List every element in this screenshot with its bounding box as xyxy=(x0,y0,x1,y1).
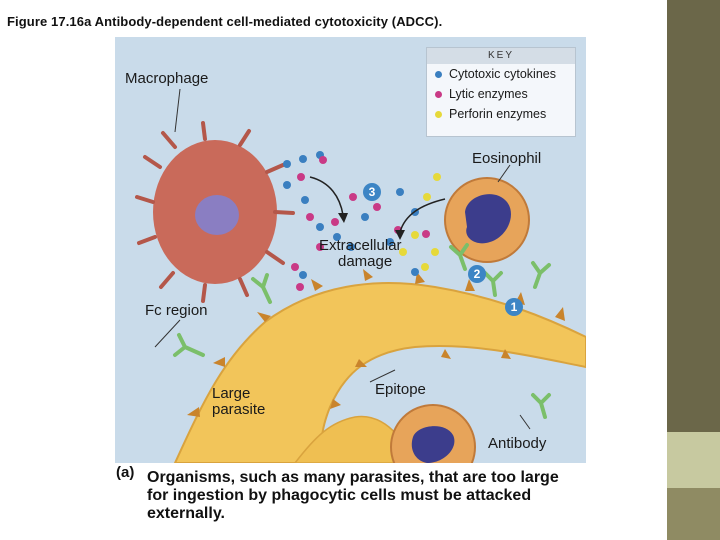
eosinophil-cell-lower xyxy=(390,404,476,463)
diagram-panel: KEY Cytotoxic cytokines Lytic enzymes Pe… xyxy=(115,37,586,463)
key-box: KEY Cytotoxic cytokines Lytic enzymes Pe… xyxy=(426,47,576,137)
caption-letter: (a) xyxy=(116,464,135,481)
key-item-label: Perforin enzymes xyxy=(449,107,547,121)
action-arrows xyxy=(309,176,446,233)
figure-caption: Organisms, such as many parasites, that … xyxy=(147,469,559,522)
perforin-dot-icon xyxy=(435,111,442,118)
lytic-enzymes xyxy=(291,156,430,291)
large-parasite-shape xyxy=(173,282,586,463)
figure-title: Figure 17.16a Antibody-dependent cell-me… xyxy=(7,14,443,29)
lytic-dot-icon xyxy=(435,91,442,98)
cytokine-dot-icon xyxy=(435,71,442,78)
slide-sidebar-accent-lower xyxy=(667,488,720,540)
macrophage-cell xyxy=(135,121,295,303)
label-macrophage: Macrophage xyxy=(125,70,209,87)
key-item-cytokines: Cytotoxic cytokines xyxy=(427,64,575,84)
label-extracellular-2: damage xyxy=(338,253,393,270)
illustration xyxy=(135,88,586,463)
label-antibody: Antibody xyxy=(488,435,547,452)
step-badge-2: 2 xyxy=(468,265,486,283)
label-epitope: Epitope xyxy=(375,381,426,398)
antibodies xyxy=(173,243,551,419)
arrow-heads xyxy=(338,213,405,240)
step-badge-1: 1 xyxy=(505,298,523,316)
leader-lines xyxy=(154,88,531,430)
perforin-enzymes xyxy=(399,173,441,271)
label-large: Large xyxy=(212,385,251,402)
eosinophil-cell xyxy=(444,177,530,263)
key-item-lytic: Lytic enzymes xyxy=(427,84,575,104)
key-item-label: Cytotoxic cytokines xyxy=(449,67,556,81)
label-parasite: parasite xyxy=(212,401,266,418)
label-fc-region: Fc region xyxy=(145,302,208,319)
label-eosinophil: Eosinophil xyxy=(472,150,542,167)
label-extracellular-1: Extracellular xyxy=(319,237,402,254)
key-item-perforin: Perforin enzymes xyxy=(427,104,575,124)
key-heading: KEY xyxy=(427,48,575,64)
slide-sidebar-accent xyxy=(667,432,720,488)
cytotoxic-cytokines xyxy=(283,151,419,279)
key-item-label: Lytic enzymes xyxy=(449,87,528,101)
step-badge-3: 3 xyxy=(363,183,381,201)
